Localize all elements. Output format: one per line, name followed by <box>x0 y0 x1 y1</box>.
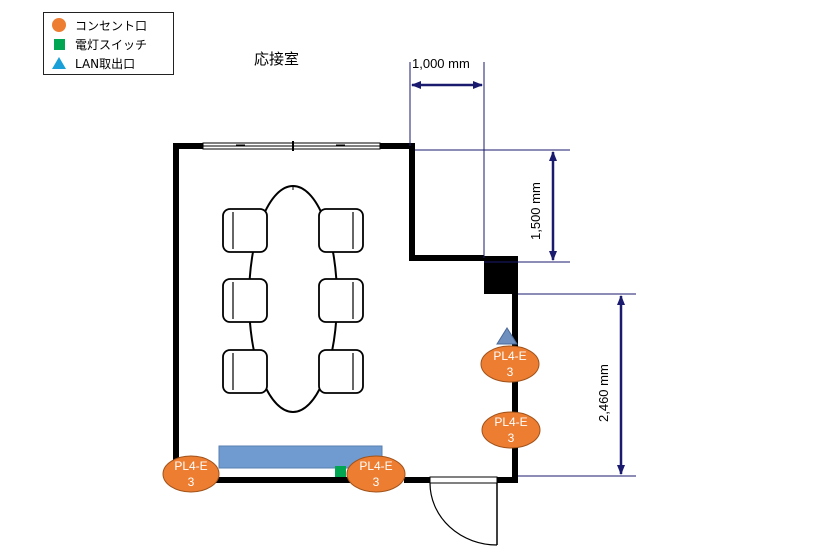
outlet: PL4-E 3 <box>162 455 220 493</box>
dimension-right-upper-label: 1,500 mm <box>528 182 543 240</box>
wall-outline <box>173 143 350 483</box>
legend-label-outlet: コンセント口 <box>75 18 148 33</box>
chair <box>318 278 364 323</box>
lan-triangle-icon <box>52 57 66 69</box>
lan-outlet <box>496 327 518 345</box>
legend-item-outlet: コンセント口 <box>52 16 147 34</box>
outlet: PL4-E 3 <box>346 455 406 493</box>
outlet-label-line2: 3 <box>507 365 514 379</box>
switch-square-icon <box>54 38 65 50</box>
door <box>429 476 498 546</box>
chair <box>222 349 268 394</box>
legend-item-switch: 電灯スイッチ <box>52 35 147 53</box>
outlet-label-line1: PL4-E <box>174 459 207 473</box>
dimension-right-lower-label: 2,460 mm <box>596 364 611 422</box>
dimension-right-lower: 2,460 mm <box>518 293 636 477</box>
room-title: 応接室 <box>254 50 300 68</box>
chair <box>318 349 364 394</box>
outlet-label-line2: 3 <box>508 431 515 445</box>
legend-item-lan: LAN取出口 <box>52 54 135 72</box>
legend-label-lan: LAN取出口 <box>75 56 136 71</box>
dimension-top: 1,000 mm <box>409 56 485 258</box>
outlet-label-line1: PL4-E <box>494 415 527 429</box>
chairs <box>222 208 364 394</box>
wall-right <box>380 143 484 261</box>
outlet-label-line1: PL4-E <box>359 459 392 473</box>
legend: コンセント口 電灯スイッチ LAN取出口 <box>43 12 174 75</box>
dimension-top-label: 1,000 mm <box>412 56 470 71</box>
outlet: PL4-E 3 <box>481 411 541 449</box>
outlet-label-line1: PL4-E <box>493 349 526 363</box>
chair <box>222 278 268 323</box>
legend-label-switch: 電灯スイッチ <box>75 37 148 52</box>
dimension-right-upper: 1,500 mm <box>415 149 570 263</box>
window <box>202 141 381 151</box>
outlet-circle-icon <box>52 18 66 32</box>
chair <box>318 208 364 253</box>
outlet-label-line2: 3 <box>188 475 195 489</box>
outlet: PL4-E 3 <box>480 345 540 383</box>
outlet-label-line2: 3 <box>373 475 380 489</box>
light-switch <box>335 466 346 477</box>
chair <box>222 208 268 253</box>
wall-right-lower <box>497 294 518 483</box>
